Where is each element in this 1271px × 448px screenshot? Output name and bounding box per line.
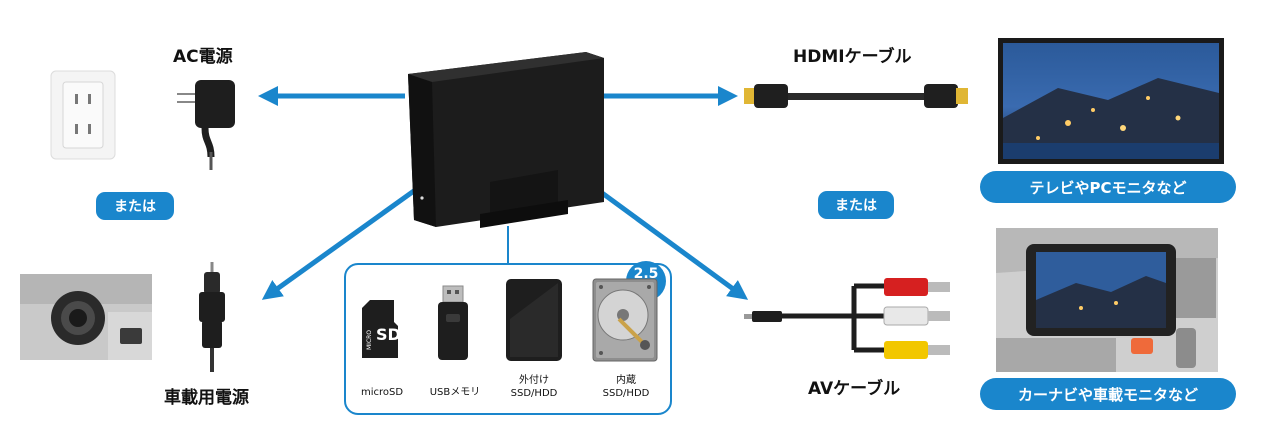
hdmi-cable-image <box>744 82 968 116</box>
media-player-device <box>408 52 608 234</box>
microsd-card-top-text: MICRO <box>366 330 373 350</box>
car-nav-monitor-badge: カーナビや車載モニタなど <box>980 378 1236 410</box>
inch-badge-number: 2.5 <box>633 266 659 282</box>
arrow-to-av-cable <box>596 187 749 300</box>
external-drive-icon <box>506 279 562 365</box>
microsd-caption: microSD <box>360 387 404 398</box>
ac-power-label: AC電源 <box>173 47 233 67</box>
car-plug-image <box>194 262 230 378</box>
internal-caption-line1: 内蔵 <box>616 375 636 386</box>
external-ssd-hdd-caption: 外付け SSD/HDD <box>498 374 570 400</box>
tv-monitor-image <box>998 38 1224 170</box>
car-power-label: 車載用電源 <box>164 388 249 408</box>
internal-caption-line2: SSD/HDD <box>602 388 650 399</box>
av-cable-label: AVケーブル <box>808 379 901 399</box>
ac-adapter-image <box>175 72 245 176</box>
av-cable-image <box>744 272 974 368</box>
microsd-card-icon: MICRO SD <box>362 300 401 364</box>
usb-stick-icon <box>438 285 468 364</box>
tv-pc-monitor-badge: テレビやPCモニタなど <box>980 171 1236 203</box>
external-caption-line2: SSD/HDD <box>510 388 558 399</box>
hard-disk-icon <box>592 278 658 365</box>
or-badge-left: または <box>96 192 174 220</box>
car-socket-image <box>20 274 152 364</box>
or-badge-right: または <box>818 191 894 219</box>
car-navigation-image <box>996 228 1218 376</box>
hdmi-cable-label: HDMIケーブル <box>793 47 912 67</box>
arrow-to-car-power <box>261 185 420 300</box>
usb-memory-caption: USBメモリ <box>429 387 481 398</box>
internal-ssd-hdd-caption: 内蔵 SSD/HDD <box>590 374 662 400</box>
external-caption-line1: 外付け <box>519 375 549 386</box>
microsd-card-main-text: SD <box>376 325 401 344</box>
wall-outlet-image <box>50 70 118 166</box>
